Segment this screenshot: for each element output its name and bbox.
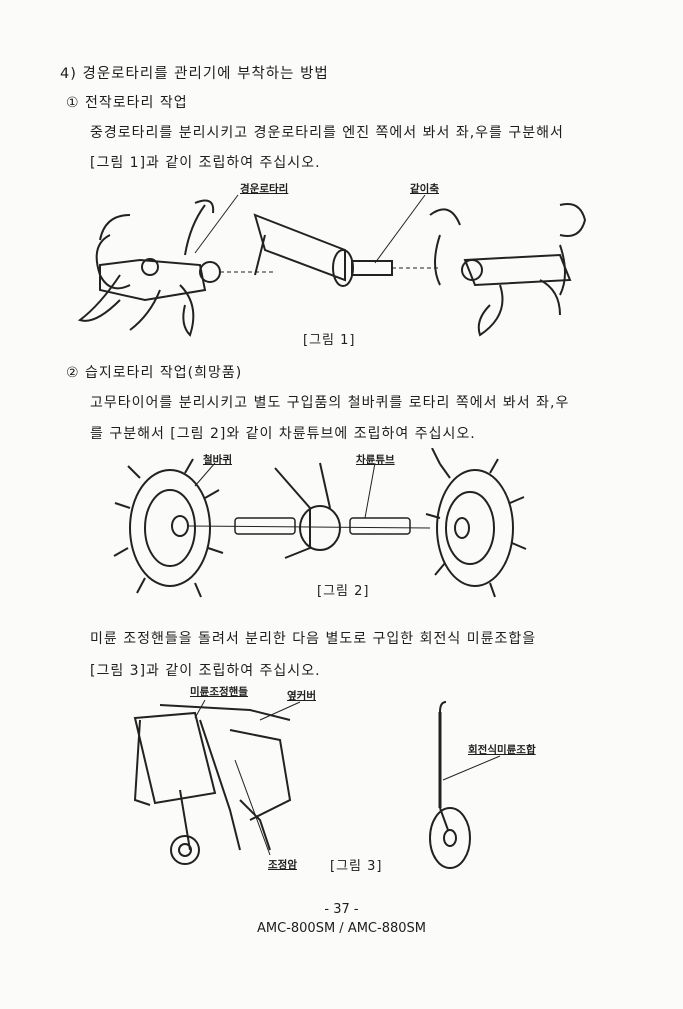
step2-heading: ② 습지로타리 작업(희망품) (66, 365, 243, 381)
figure-3-label-rotary-wheel: 회전식미륜조합 (468, 744, 536, 756)
step3-line1: 미륜 조정핸들을 돌려서 분리한 다음 별도로 구입한 회전식 미륜조합을 (90, 631, 537, 647)
figure-2-caption: [그림 2] (317, 584, 370, 599)
figure-1-caption: [그림 1] (303, 333, 356, 348)
figure-3-label-arm: 조정암 (268, 859, 297, 871)
step1-line2: [그림 1]과 같이 조립하여 주십시오. (90, 155, 321, 171)
figure-2-drawing (113, 448, 527, 598)
figure-3-drawing (133, 699, 501, 869)
step1-line1: 중경로타리를 분리시키고 경운로타리를 엔진 쪽에서 봐서 좌,우를 구분해서 (90, 125, 564, 141)
figure-1-label-shaft: 같이축 (410, 183, 439, 195)
step2-line1: 고무타이어를 분리시키고 별도 구입품의 철바퀴를 로타리 쪽에서 봐서 좌,우 (90, 395, 570, 411)
model-name: AMC-800SM / AMC-880SM (257, 921, 426, 936)
step1-heading: ① 전작로타리 작업 (66, 95, 188, 111)
figure-1-drawing (77, 194, 587, 337)
figure-1-label-rotary: 경운로타리 (240, 183, 289, 195)
step3-line2: [그림 3]과 같이 조립하여 주십시오. (90, 663, 321, 679)
step2-line2: 를 구분해서 [그림 2]와 같이 차륜튜브에 조립하여 주십시오. (90, 426, 476, 442)
figure-2-label-tube: 차륜튜브 (356, 454, 395, 466)
figure-2-label-wheel: 철바퀴 (203, 454, 232, 466)
section-title: 4) 경운로타리를 관리기에 부착하는 방법 (60, 66, 329, 82)
figure-3-label-handle: 미륜조정핸들 (190, 686, 248, 698)
figure-3-label-cover: 옆커버 (287, 690, 316, 702)
page-number: - 37 - (324, 902, 359, 917)
figure-3-caption: [그림 3] (330, 859, 383, 874)
